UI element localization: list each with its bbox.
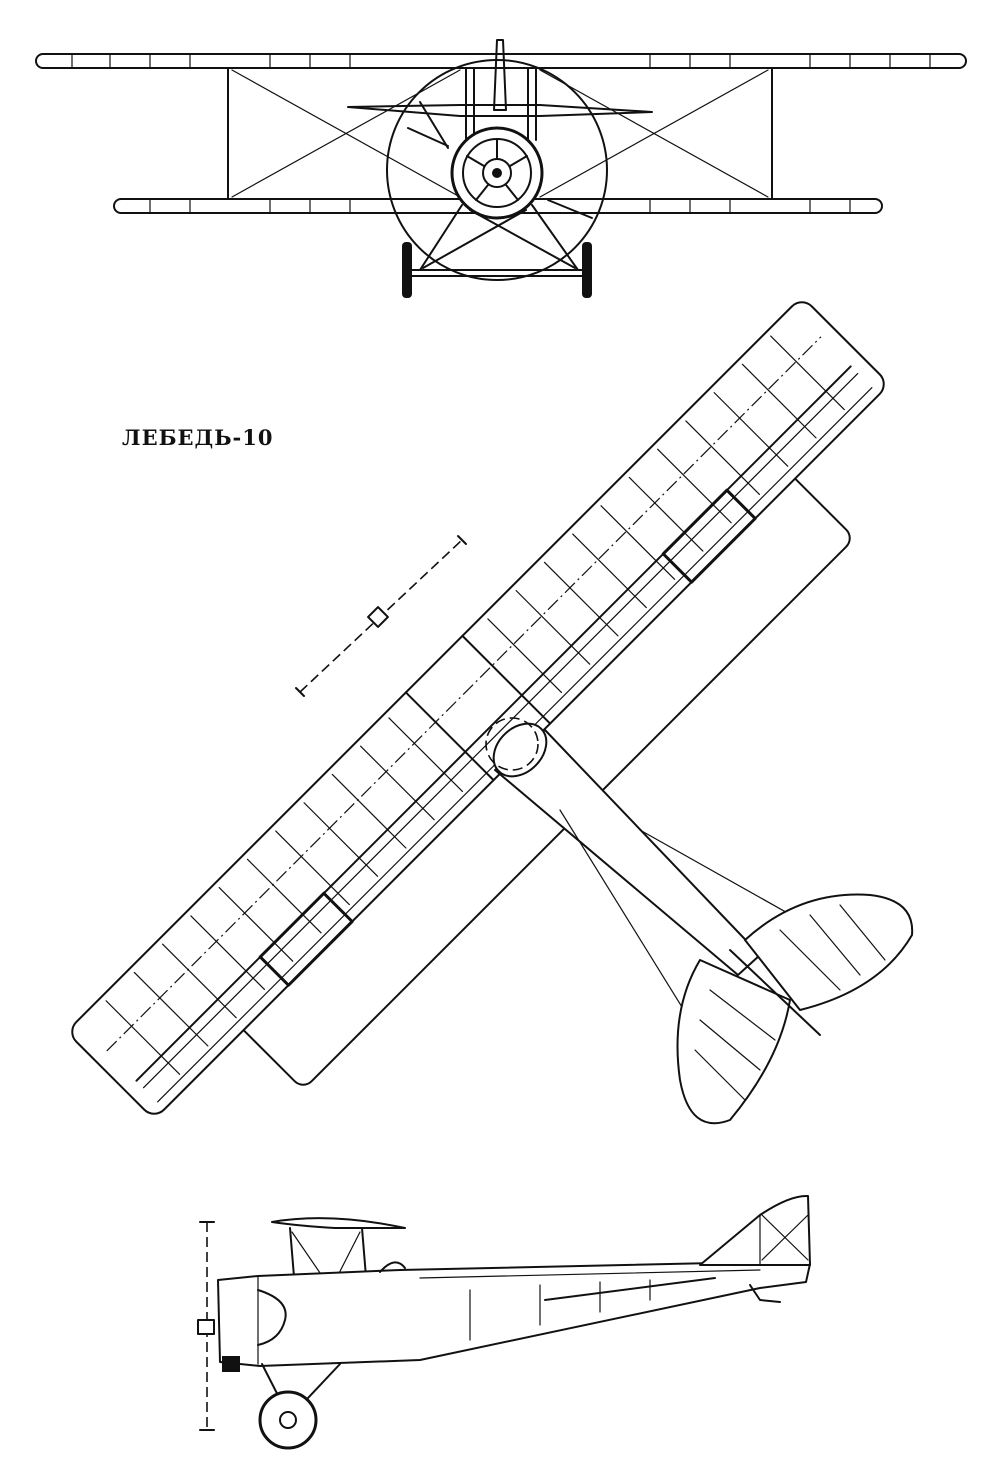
fin-side [699,1194,811,1266]
fuselage-side [217,1261,811,1367]
right-wheel-front [582,242,592,298]
cockpit-top [492,722,548,778]
spinner-side [197,1319,215,1335]
tailplane-front [347,104,653,117]
bracing-wires-front [231,69,769,198]
fuselage-frames-side [469,1279,651,1341]
aircraft-title: ЛЕБЕДЬ-10 [122,425,274,450]
landing-gear-front [409,204,589,277]
tailplane-left-top [676,959,791,1125]
rudder-top [729,949,821,1036]
cabane-struts [465,67,537,141]
propeller-blade-right [547,199,593,219]
engine-side [222,1356,240,1372]
cockpit-side [379,1261,406,1273]
front-view [35,39,967,298]
top-view [71,301,914,1125]
wheel-hub-side [279,1411,297,1429]
cowling-side [257,1289,287,1346]
propeller-blade-left [419,101,449,149]
tail-brace-side [544,1277,716,1301]
lower-wing-ribs [149,198,851,214]
engine-outline-top [485,717,539,771]
fin-front [493,39,507,111]
tailplane-right-top [744,893,914,1011]
upper-wing-side [271,1217,406,1229]
left-wheel-front [402,242,412,298]
wheel-side [258,1390,318,1450]
side-view [197,1194,811,1450]
spinner [492,168,502,178]
tail-bracing-top [559,809,801,1021]
tail-ribs-top [694,904,886,1101]
engine-cylinder-lines [466,138,528,201]
upper-wing-ribs [71,53,931,69]
tailskid-side [749,1284,781,1303]
propeller-top [367,606,389,628]
